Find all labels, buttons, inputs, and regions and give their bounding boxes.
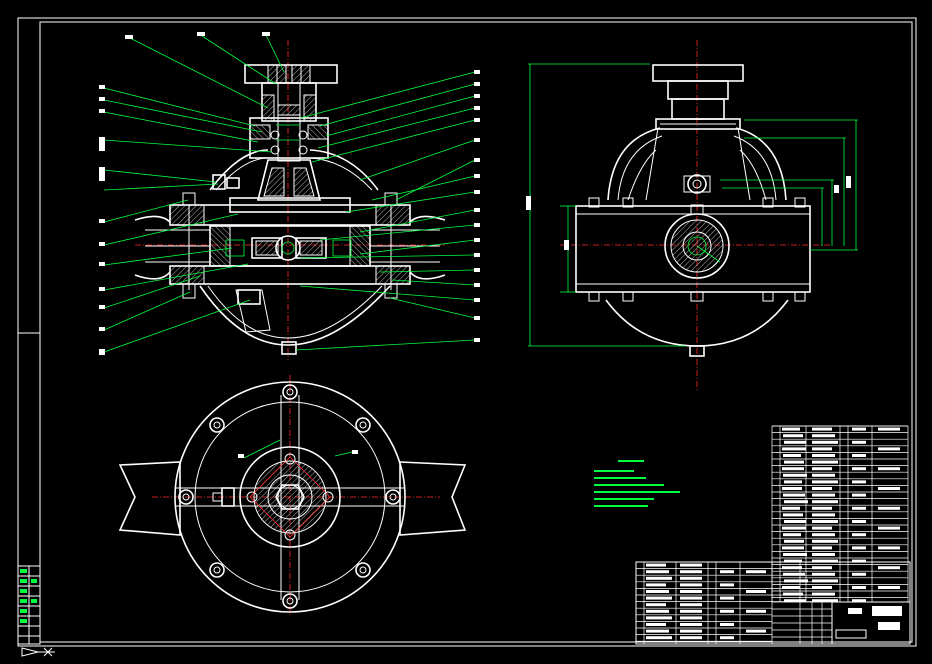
front-section-view[interactable] xyxy=(134,40,446,360)
technical-notes xyxy=(594,460,680,507)
parts-list-table xyxy=(635,425,909,645)
leader-lines-right xyxy=(295,71,476,351)
outer-frame xyxy=(17,17,917,647)
revision-strip xyxy=(17,565,41,645)
leader-label-marks-left xyxy=(99,32,270,355)
side-view[interactable] xyxy=(526,40,858,390)
ucs-icon xyxy=(21,647,55,657)
title-block xyxy=(635,561,911,645)
leader-label-marks-right xyxy=(474,70,480,342)
inner-frame xyxy=(39,21,913,643)
leader-lines-left xyxy=(103,34,285,353)
tech-notes-lines xyxy=(594,460,680,507)
top-plan-view[interactable] xyxy=(118,375,467,615)
